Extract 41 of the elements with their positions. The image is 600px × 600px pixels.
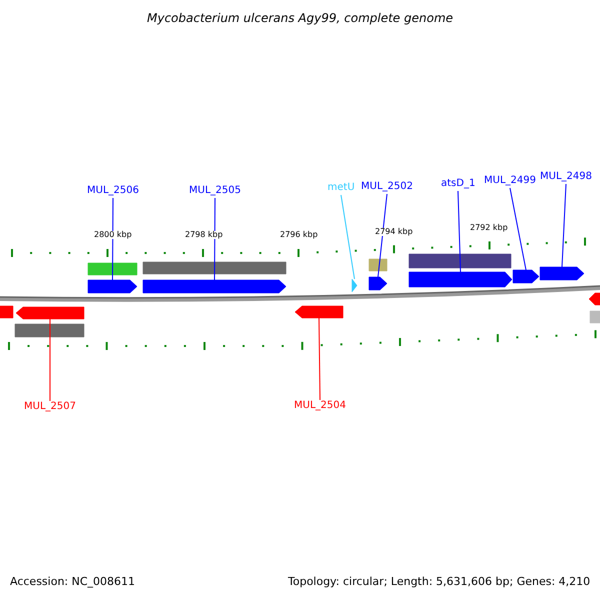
gene-block	[512, 270, 540, 284]
scale-label: 2800 kbp	[94, 231, 132, 239]
feature-bar	[408, 254, 512, 268]
feature-bar	[368, 258, 388, 272]
leader-line	[458, 190, 461, 272]
feature-bar	[14, 324, 84, 338]
leader-line	[378, 194, 388, 278]
gene-label: MUL_2506	[87, 186, 139, 196]
leader-line	[214, 198, 216, 280]
gene-label: MUL_2502	[361, 182, 413, 192]
scale-label: 2798 kbp	[185, 231, 223, 239]
gene-label: MUL_2505	[189, 186, 241, 196]
gene-block	[142, 280, 286, 294]
scale-label: 2794 kbp	[375, 228, 413, 236]
leader-line	[112, 198, 114, 280]
gene-label: MUL_2498	[540, 172, 592, 182]
scale-label: 2792 kbp	[470, 224, 508, 232]
feature-bar	[88, 262, 138, 276]
gene-block	[352, 278, 358, 292]
gene-block	[88, 280, 138, 294]
gene-label: MUL_2499	[484, 176, 536, 186]
leader-line	[562, 184, 566, 268]
feature-bar	[142, 262, 286, 274]
gene-label: atsD_1	[441, 179, 476, 189]
leader-line	[340, 194, 355, 280]
genome-summary-text: Topology: circular; Length: 5,631,606 bp; Genes: 4,210	[288, 576, 590, 587]
scale-label: 2796 kbp	[280, 231, 318, 239]
gene-block	[588, 292, 600, 306]
diagram-title: Mycobacterium ulcerans Agy99, complete genome	[147, 12, 454, 24]
gene-label: metU	[328, 183, 355, 193]
gene-block	[16, 306, 84, 320]
leader-line	[510, 188, 526, 270]
gene-block	[294, 306, 344, 318]
feature-bar	[590, 310, 600, 324]
gene-block	[540, 266, 584, 280]
gene-block	[368, 276, 388, 290]
feature-bar	[0, 306, 14, 318]
leader-line	[318, 318, 320, 400]
gene-label: MUL_2507	[24, 402, 76, 412]
accession-text: Accession: NC_008611	[10, 576, 136, 587]
gene-label: MUL_2504	[294, 401, 346, 411]
